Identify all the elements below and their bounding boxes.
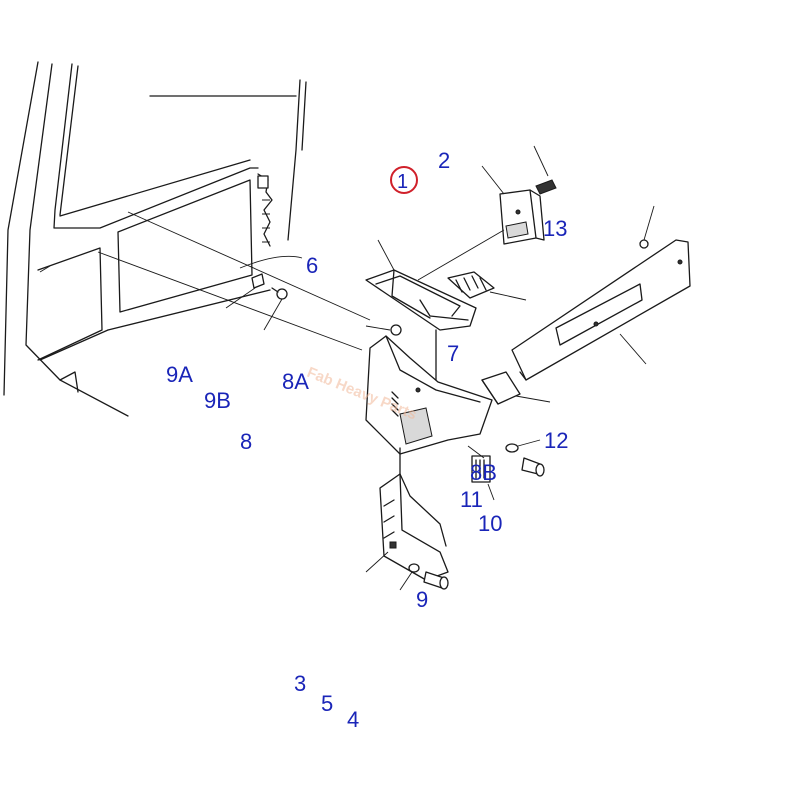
callout-9: 9 (416, 587, 428, 612)
callout-2: 2 (438, 148, 450, 173)
callout-13: 13 (543, 216, 567, 241)
part-7-upper-cover (365, 239, 477, 381)
callout-1: 1 (397, 171, 408, 193)
switch-block (447, 271, 527, 301)
part-9-bolt (399, 563, 449, 591)
wire-harness (257, 173, 273, 247)
part-6-clip (225, 255, 303, 331)
callout-8b: 8B (470, 460, 497, 485)
callout-6: 6 (306, 253, 318, 278)
callout-8a: 8A (282, 369, 309, 394)
lower-bracket (365, 447, 449, 581)
right-side-panel (511, 205, 691, 381)
part-13-module (417, 145, 557, 281)
callout-7: 7 (447, 341, 459, 366)
latch-handle (481, 371, 551, 405)
callout-4: 4 (347, 707, 359, 732)
callout-10: 10 (478, 511, 502, 536)
leader-frame-panel-a (127, 211, 371, 321)
callout-5: 5 (321, 691, 333, 716)
part-12-bolt (505, 439, 545, 477)
callouts: 1 2 13 6 7 9A 9B 8A 8 12 8B 11 10 9 3 5 … (166, 148, 568, 732)
main-lower-panel (365, 324, 493, 455)
leader-frame-panel-b (97, 251, 363, 351)
callout-8: 8 (240, 429, 252, 454)
highlight-ring (390, 166, 418, 194)
callout-3: 3 (294, 671, 306, 696)
callout-9b: 9B (204, 388, 231, 413)
callout-9a: 9A (166, 362, 193, 387)
cab-frame (3, 61, 307, 417)
part-11-connector (467, 445, 495, 501)
callout-12: 12 (544, 428, 568, 453)
callout-11: 11 (460, 487, 483, 512)
